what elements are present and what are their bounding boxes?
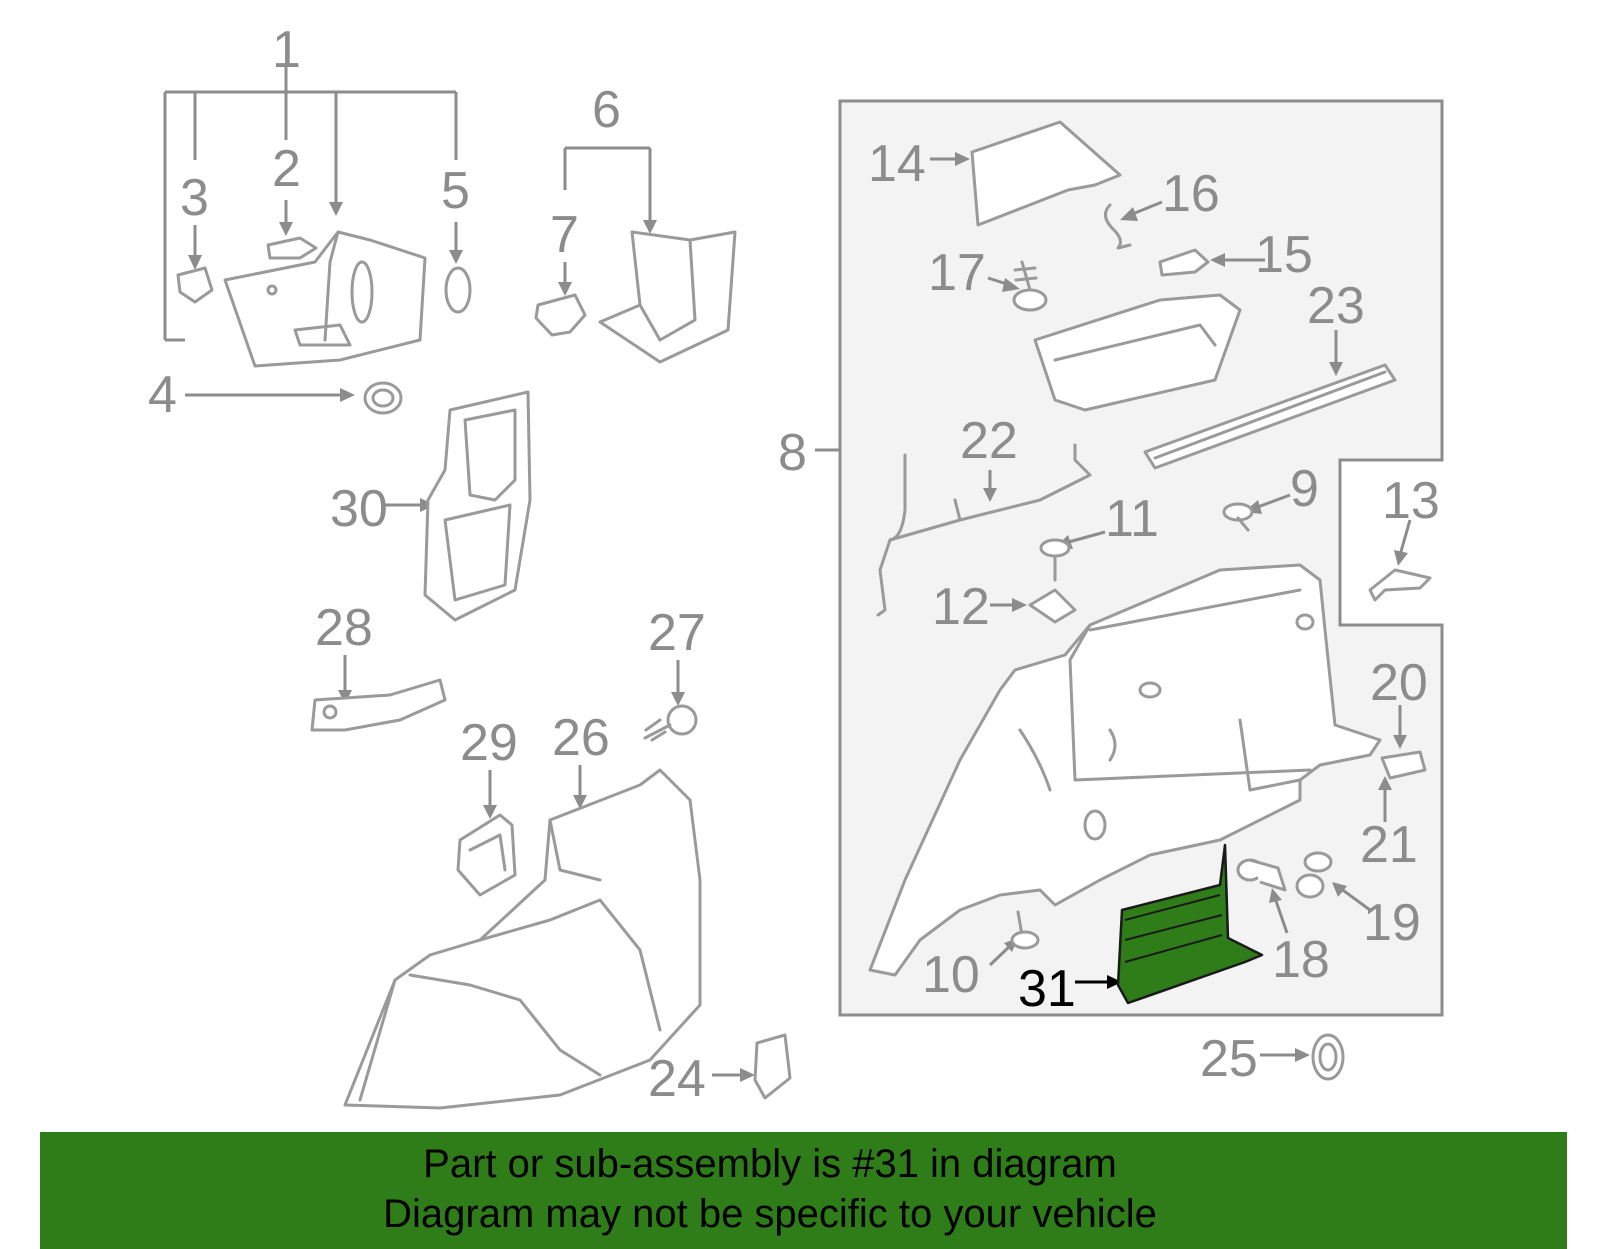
callout-21: 21: [1360, 816, 1418, 874]
callout-9: 9: [1290, 460, 1319, 518]
info-banner: Part or sub-assembly is #31 in diagram D…: [40, 1132, 1567, 1249]
part-14-drawing: [970, 120, 1122, 227]
callout-26: 26: [552, 709, 610, 767]
callout-11: 11: [1105, 490, 1159, 548]
part-30-drawing: [423, 390, 532, 622]
part-12-drawing: [1028, 588, 1077, 624]
callout-28: 28: [315, 599, 373, 657]
part-16-drawing: [1104, 203, 1132, 250]
part-28-drawing: [310, 678, 447, 732]
part-13-drawing: [1368, 568, 1432, 602]
part-9-drawing: [1222, 502, 1254, 532]
callout-25: 25: [1200, 1030, 1258, 1088]
part-1-drawing: [223, 230, 427, 368]
part-8-drawing: [868, 563, 1382, 977]
part-5-drawing: [444, 266, 472, 314]
callout-12: 12: [932, 578, 990, 636]
part-6-drawing: [598, 230, 737, 364]
part-2-drawing: [266, 236, 318, 260]
callout-20: 20: [1370, 654, 1428, 712]
part-23-drawing: [1143, 363, 1397, 470]
part-10-drawing: [1010, 910, 1040, 950]
part-23-holder-drawing: [1033, 293, 1242, 412]
callout-22: 22: [960, 412, 1018, 470]
callout-5: 5: [441, 162, 470, 220]
callout-16: 16: [1162, 165, 1220, 223]
banner-line-2: Diagram may not be specific to your vehi…: [383, 1192, 1157, 1236]
part-26-drawing: [343, 768, 702, 1110]
callout-29: 29: [460, 714, 518, 772]
callout-13: 13: [1382, 472, 1440, 530]
callout-24: 24: [648, 1050, 706, 1108]
part-7-drawing: [534, 293, 587, 337]
part-22-drawing: [876, 443, 1092, 617]
callout-10: 10: [922, 946, 980, 1004]
part-27-drawing: [643, 704, 698, 742]
callout-8: 8: [778, 424, 807, 482]
part-4-drawing: [363, 381, 403, 415]
bracket-6: [563, 146, 652, 225]
callout-15: 15: [1255, 226, 1313, 284]
callout-31: 31: [1018, 960, 1076, 1018]
callout-23: 23: [1307, 277, 1365, 335]
bracket-1: [163, 65, 458, 342]
callout-30: 30: [330, 480, 388, 538]
leader-lines: [185, 152, 1412, 1082]
callout-2: 2: [272, 140, 301, 198]
part-18-drawing: [1236, 858, 1287, 892]
callout-19: 19: [1363, 894, 1421, 952]
callout-27: 27: [648, 604, 706, 662]
part-29-drawing: [456, 813, 517, 897]
callout-6: 6: [592, 81, 621, 139]
callout-7: 7: [550, 206, 579, 264]
banner-line-1: Part or sub-assembly is #31 in diagram: [423, 1142, 1117, 1186]
callout-3: 3: [180, 169, 209, 227]
part-17-drawing: [1012, 260, 1048, 312]
callout-1: 1: [272, 21, 301, 79]
part-15-drawing: [1158, 248, 1210, 277]
part-20-drawing: [1380, 750, 1427, 780]
part-25-drawing: [1311, 1033, 1345, 1081]
callout-17: 17: [928, 244, 986, 302]
part-19-drawing: [1295, 851, 1333, 899]
part-3-drawing: [176, 266, 214, 304]
callout-4: 4: [148, 366, 177, 424]
part-31-drawing: [1116, 843, 1264, 1005]
callout-14: 14: [868, 135, 926, 193]
part-11-drawing: [1039, 538, 1071, 582]
part-24-drawing: [753, 1033, 792, 1100]
callout-18: 18: [1272, 931, 1330, 989]
